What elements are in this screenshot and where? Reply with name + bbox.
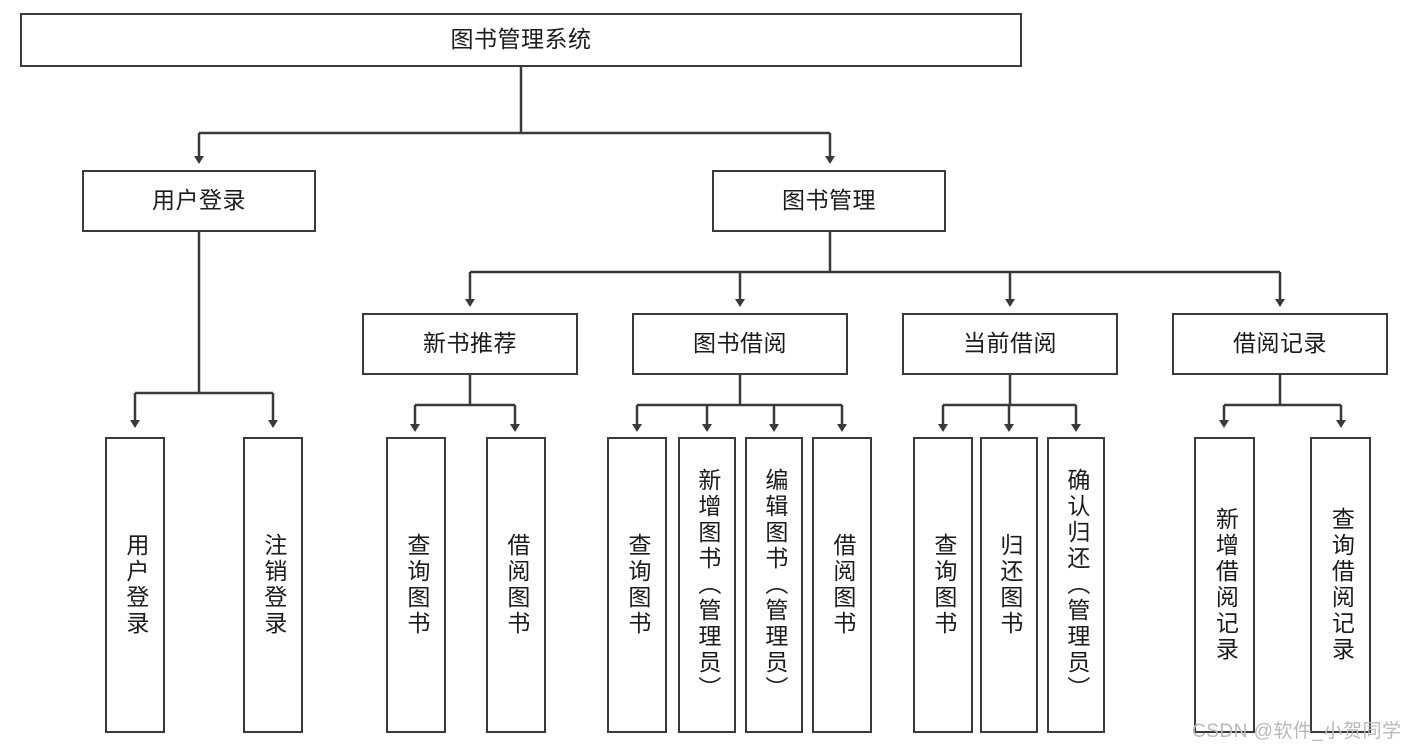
leaf-current-return-book[interactable]: 归还图书	[980, 437, 1038, 733]
node-label: 确认归还（管理员）	[1063, 468, 1090, 702]
leaf-user-login-login[interactable]: 用户登录	[105, 437, 165, 733]
leaf-record-add-record[interactable]: 新增借阅记录	[1194, 437, 1255, 733]
leaf-current-query-book[interactable]: 查询图书	[913, 437, 973, 733]
node-label: 查询图书	[403, 533, 430, 637]
node-label: 新增图书（管理员）	[694, 468, 721, 702]
node-label: 用户登录	[152, 187, 246, 214]
node-label: 借阅图书	[503, 533, 530, 637]
leaf-current-confirm-return-admin[interactable]: 确认归还（管理员）	[1047, 437, 1105, 733]
node-book-management[interactable]: 图书管理	[712, 170, 946, 232]
leaf-record-query-record[interactable]: 查询借阅记录	[1310, 437, 1371, 733]
leaf-user-login-logout[interactable]: 注销登录	[243, 437, 303, 733]
node-label: 图书管理	[782, 187, 876, 214]
leaf-borrow-query-book[interactable]: 查询图书	[607, 437, 667, 733]
leaf-borrow-add-book-admin[interactable]: 新增图书（管理员）	[678, 437, 736, 733]
node-label: 注销登录	[260, 533, 287, 637]
node-label: 新增借阅记录	[1212, 507, 1239, 663]
node-label: 编辑图书（管理员）	[761, 468, 788, 702]
node-current-borrow[interactable]: 当前借阅	[902, 313, 1118, 375]
node-label: 用户登录	[122, 533, 149, 637]
node-root-system[interactable]: 图书管理系统	[20, 13, 1022, 67]
node-label: 归还图书	[996, 533, 1023, 637]
node-user-login[interactable]: 用户登录	[82, 170, 316, 232]
node-label: 借阅记录	[1233, 330, 1327, 357]
node-borrow-record[interactable]: 借阅记录	[1172, 313, 1388, 375]
leaf-borrow-edit-book-admin[interactable]: 编辑图书（管理员）	[745, 437, 803, 733]
node-label: 查询借阅记录	[1328, 507, 1355, 663]
node-label: 查询图书	[930, 533, 957, 637]
node-book-borrow[interactable]: 图书借阅	[632, 313, 848, 375]
leaf-recommend-query-book[interactable]: 查询图书	[386, 437, 446, 733]
node-label: 图书管理系统	[450, 26, 592, 53]
leaf-borrow-borrow-book[interactable]: 借阅图书	[812, 437, 872, 733]
leaf-recommend-borrow-book[interactable]: 借阅图书	[486, 437, 546, 733]
node-label: 图书借阅	[693, 330, 787, 357]
node-label: 查询图书	[624, 533, 651, 637]
node-label: 借阅图书	[829, 533, 856, 637]
node-label: 新书推荐	[423, 330, 517, 357]
node-label: 当前借阅	[963, 330, 1057, 357]
node-new-book-recommend[interactable]: 新书推荐	[362, 313, 578, 375]
